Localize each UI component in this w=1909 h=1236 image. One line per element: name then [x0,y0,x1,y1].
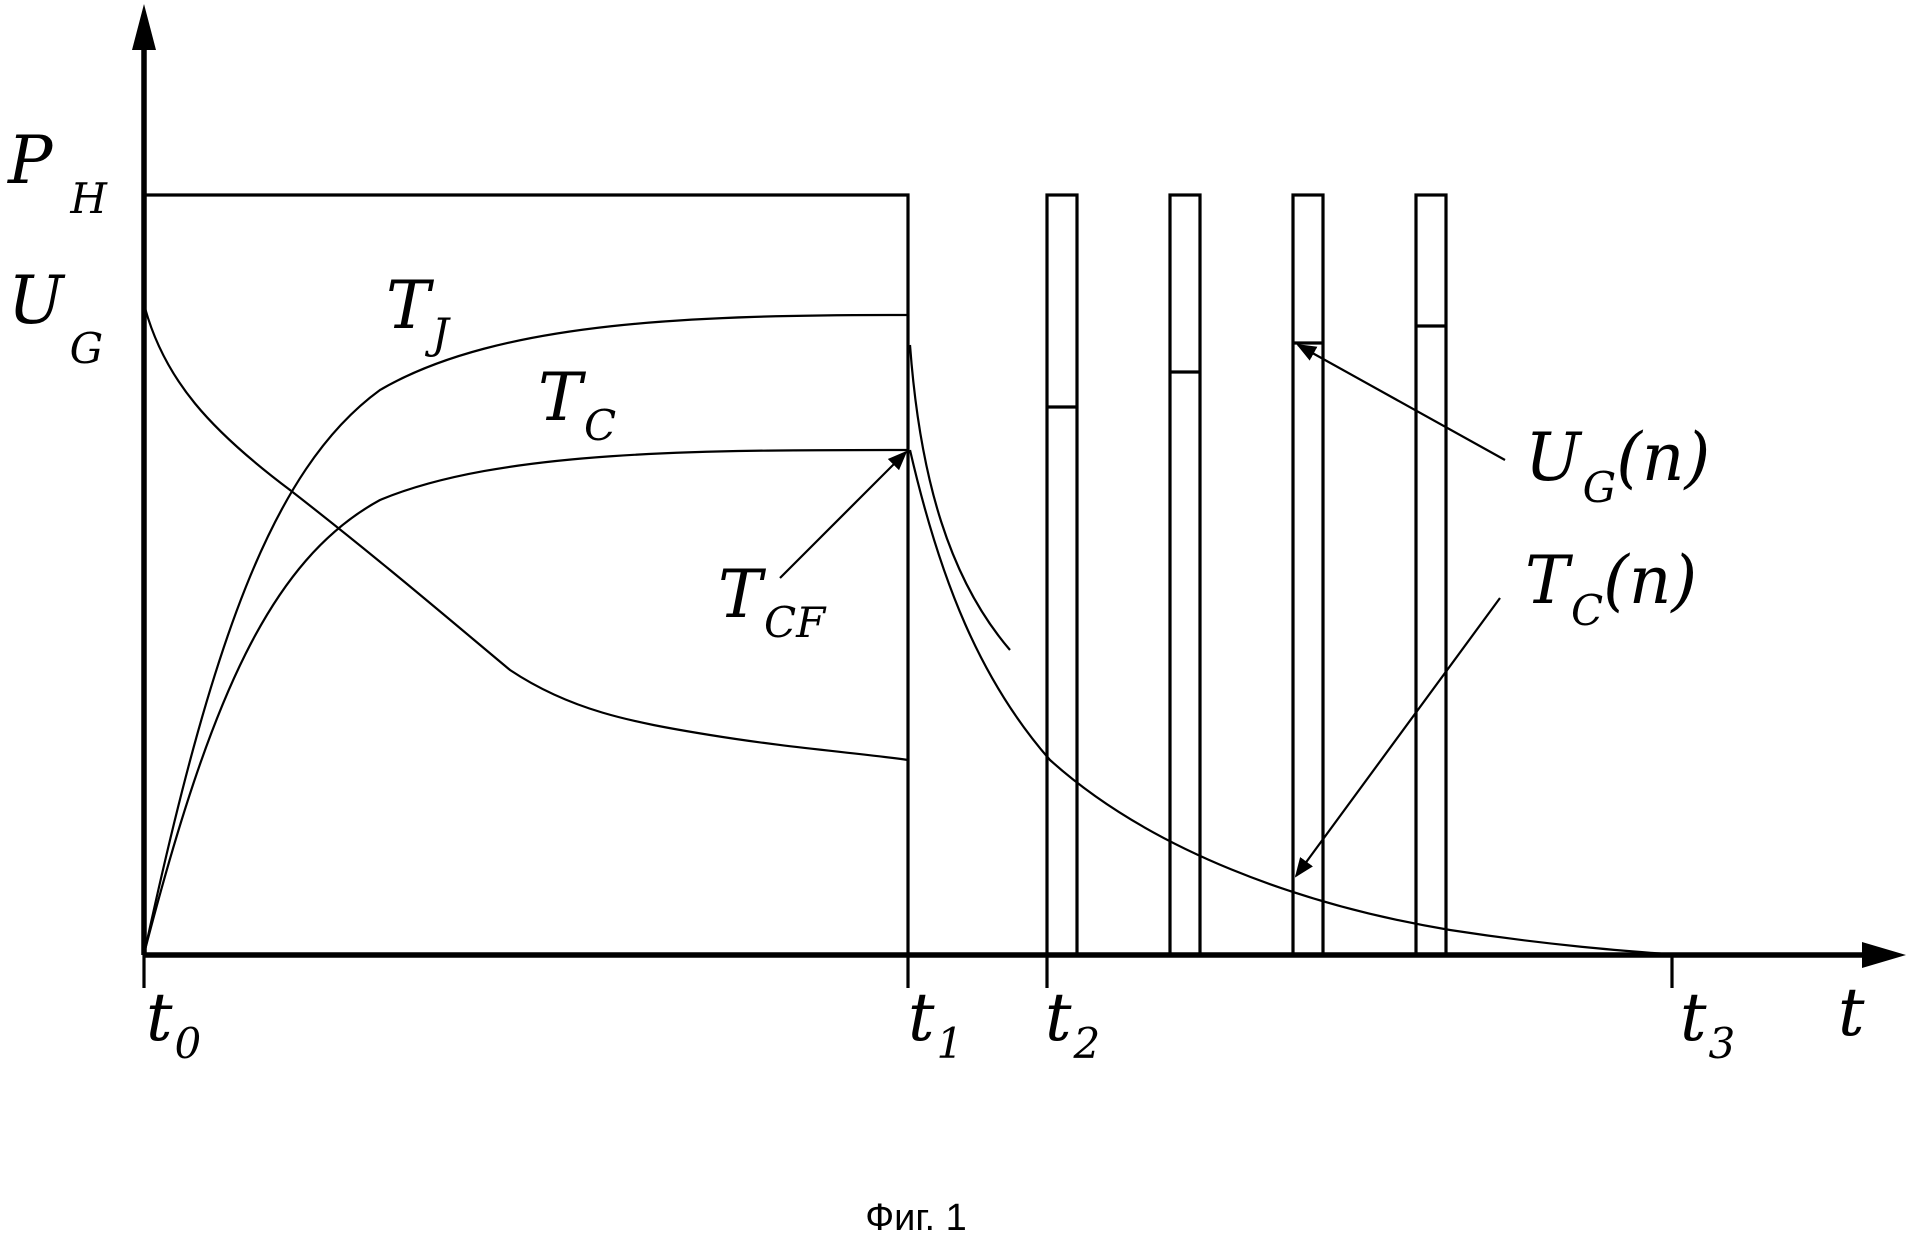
tcf-pointer-arrow [779,450,908,579]
y-axis-arrowhead [132,4,156,50]
tc-n-pointer-arrow [1294,597,1501,878]
tcf-label: TCF [718,556,827,647]
tc-curve [143,448,909,951]
measurement-pulse-3 [1291,193,1325,957]
t0-label: t0 [146,979,201,1068]
t2-label: t2 [1045,979,1100,1068]
tc-cooling-curve [908,449,1681,957]
measurement-pulse-2 [1168,193,1202,957]
measurement-pulse-4 [1414,193,1448,957]
measurement-pulses [1045,193,1448,957]
t-axis-label: t [1838,974,1865,1051]
tj-label: TJ [386,267,451,358]
figure-caption: Фиг. 1 [865,1197,967,1236]
tc-label: TC [538,359,616,450]
tj-curve [143,313,909,951]
tc-n-label: TC(n) [1525,542,1697,635]
heating-power-pulse [142,193,910,955]
measurement-pulse-1 [1045,193,1079,957]
tj-cooling-curve [908,344,1011,651]
ug-curve [143,307,909,762]
ug-n-pointer-arrow [1296,344,1506,461]
ug-n-label: UG(n) [1525,419,1710,512]
t3-label: t3 [1680,979,1735,1068]
x-axis-arrowhead [1862,942,1906,968]
ug-n-levels [1047,324,1446,409]
ug-label: UG [8,262,103,373]
t1-label: t1 [908,979,963,1068]
